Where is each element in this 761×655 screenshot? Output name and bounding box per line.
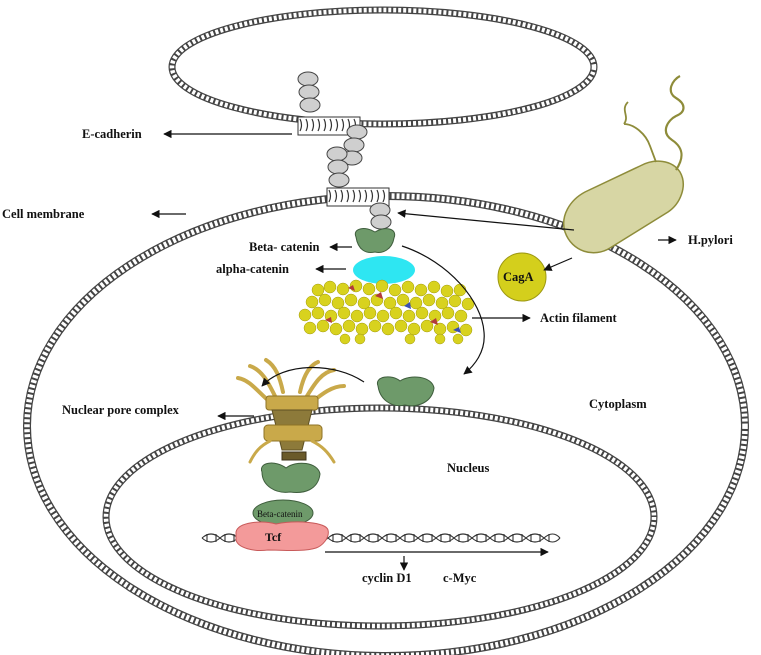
beta-catenin-nuclear-label: Beta-catenin xyxy=(257,509,303,519)
arrow-release-beta-catenin xyxy=(401,245,485,375)
beta-catenin-nuclear-entry xyxy=(260,462,321,493)
tcf-label: Tcf xyxy=(265,530,282,544)
arrows xyxy=(151,129,677,571)
upper-cell-membrane xyxy=(168,6,598,128)
tcf-shape xyxy=(235,521,329,551)
caga-shape xyxy=(497,252,547,302)
arrow-caga-to-membrane xyxy=(397,209,575,231)
e-cadherin-upper xyxy=(297,71,368,188)
label-cyclin-d1: cyclin D1 xyxy=(362,571,412,585)
actin-filament-network xyxy=(298,279,475,345)
nuclear-membrane xyxy=(102,404,658,630)
label-beta-catenin: Beta- catenin xyxy=(249,240,320,254)
label-c-myc: c-Myc xyxy=(443,571,477,585)
label-nucleus: Nucleus xyxy=(447,461,490,475)
label-cytoplasm: Cytoplasm xyxy=(589,397,647,411)
label-actin-filament: Actin filament xyxy=(540,311,618,325)
alpha-catenin-shape xyxy=(353,256,415,284)
beta-catenin-cytoplasm xyxy=(376,376,435,407)
label-cell-membrane: Cell membrane xyxy=(2,207,85,221)
nuclear-pore-complex-shape xyxy=(236,358,346,464)
e-cadherin-lower xyxy=(326,187,392,230)
arrow-to-caga xyxy=(543,257,573,271)
arrow-to-nuclear-pore xyxy=(261,366,365,387)
label-nuclear-pore-complex: Nuclear pore complex xyxy=(62,403,180,417)
label-alpha-catenin: alpha-catenin xyxy=(216,262,289,276)
actin-accents xyxy=(325,285,461,333)
caga-label: CagA xyxy=(503,270,534,284)
beta-catenin-membrane xyxy=(354,228,396,253)
h-pylori-bacterium xyxy=(563,75,685,254)
label-e-cadherin: E-cadherin xyxy=(82,127,142,141)
label-h-pylori: H.pylori xyxy=(688,233,733,247)
